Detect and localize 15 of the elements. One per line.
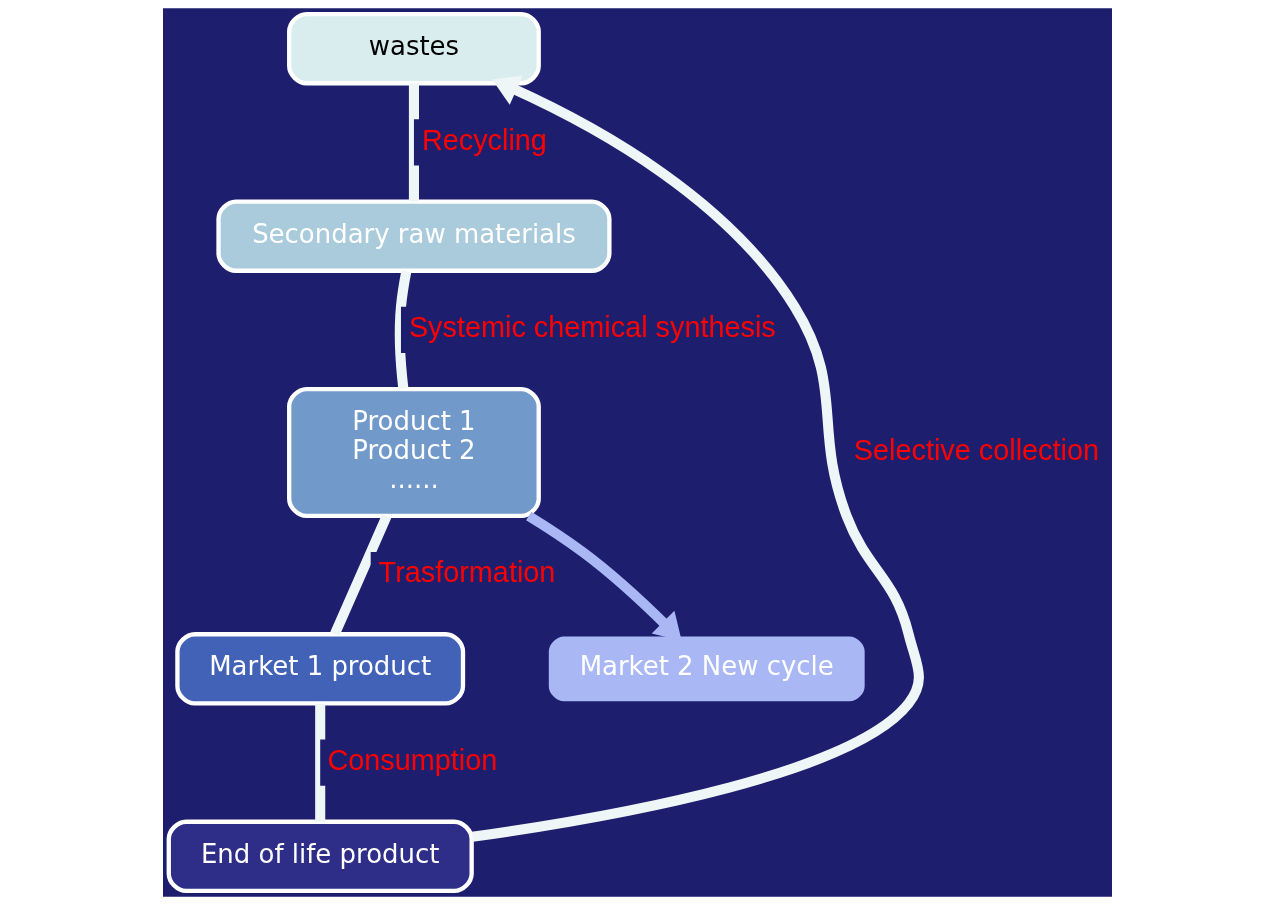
edge-label: Recycling <box>421 123 547 156</box>
arrow <box>471 75 924 842</box>
edge-label: Trasformation <box>378 556 555 589</box>
node-box: Market 1 product <box>174 632 465 706</box>
node-box: Product 1 Product 2 ...... <box>286 386 541 519</box>
connector <box>329 514 391 636</box>
connector <box>408 83 419 202</box>
node-box: Secondary raw materials <box>215 199 612 273</box>
connector <box>394 270 411 390</box>
node-box: wastes <box>286 11 541 86</box>
node-box: End of life product <box>166 819 474 894</box>
edge-label: Systemic chemical synthesis <box>408 311 776 344</box>
edge-label: Consumption <box>326 743 497 776</box>
edge-label: Selective collection <box>853 433 1099 466</box>
connector <box>314 703 325 822</box>
